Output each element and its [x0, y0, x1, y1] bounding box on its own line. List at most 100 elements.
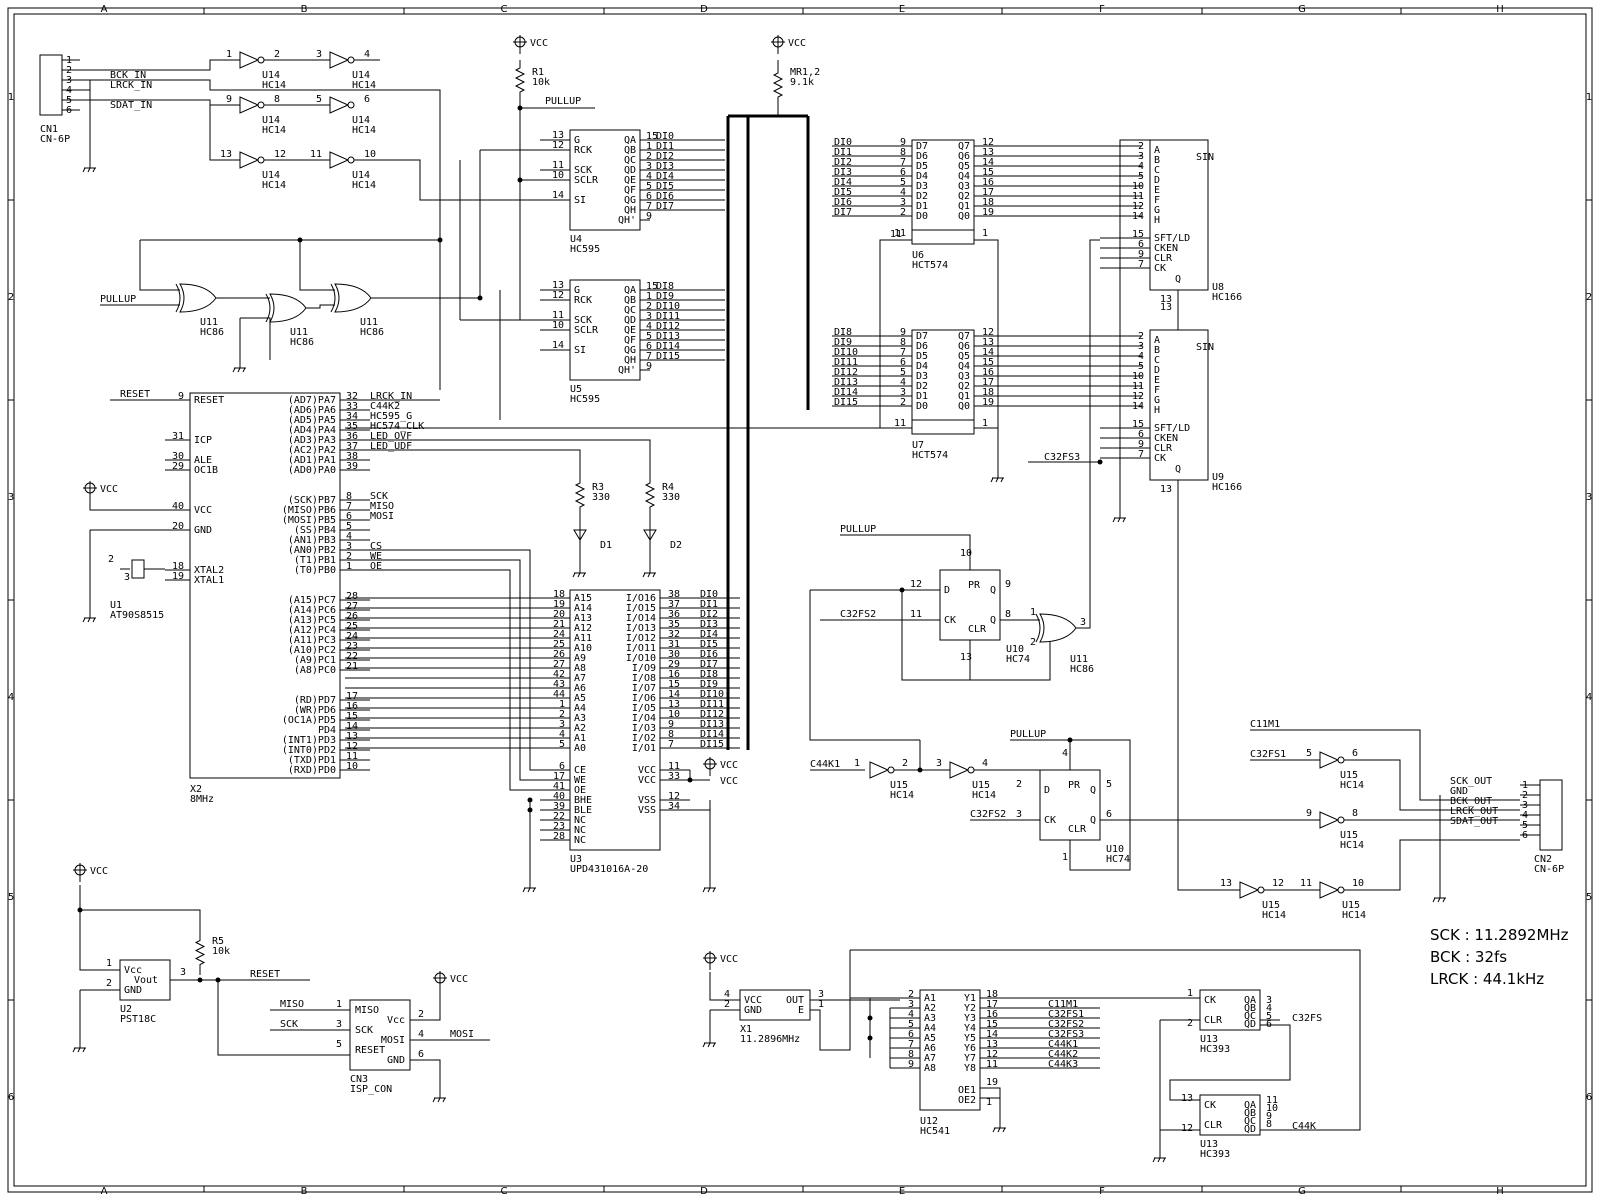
pin-name: Q: [1090, 815, 1096, 826]
ref-r5: R5: [212, 936, 224, 947]
ref-hc595: U5: [570, 384, 582, 395]
net-di: DI13: [700, 719, 724, 730]
pin-name: QD: [1244, 1124, 1256, 1135]
pin-name: A3: [574, 713, 586, 724]
wire: [1344, 839, 1520, 891]
pin-name: Q0: [958, 401, 970, 412]
net-u12: C32FS2: [1048, 1019, 1084, 1030]
resistor-symbol: [574, 470, 586, 520]
pin-number: 43: [553, 679, 565, 690]
pin-number: 3: [646, 161, 652, 172]
pin-name: D: [1154, 175, 1160, 186]
net-u1: HC595_G: [370, 411, 412, 422]
net-di: DI0: [700, 589, 718, 600]
grid-column-label: E: [899, 4, 905, 15]
pin-number: 3: [1138, 151, 1144, 162]
pin-number: 40: [172, 501, 184, 512]
pin-name: I/O1: [632, 743, 656, 754]
pin-name: Y2: [964, 1003, 976, 1014]
pin-number: 13: [982, 337, 994, 348]
pin-number: 14: [1132, 211, 1144, 222]
pin-number: 5: [1106, 779, 1112, 790]
pin-number: 2: [106, 978, 112, 989]
net-c32fs3: C32FS3: [1044, 452, 1080, 463]
pin-number: 33: [668, 771, 680, 782]
latch-hct574: [911, 139, 975, 235]
pin-number: 11: [346, 751, 358, 762]
xor-gate-u11: [265, 293, 307, 323]
pin-number: 13: [986, 1039, 998, 1050]
pin-number: 18: [172, 561, 184, 572]
pin-number: 11: [310, 149, 322, 160]
pin-name: CK: [1154, 453, 1166, 464]
pin-number: 6: [364, 94, 370, 105]
pin-name: QE: [624, 175, 636, 186]
net-di: DI4: [700, 629, 718, 640]
ref-mr1: MR1,2: [790, 67, 820, 78]
pin-number: 2: [418, 1009, 424, 1020]
grid-column-label: D: [700, 1186, 708, 1197]
pin-number: 9: [668, 719, 674, 730]
value-u11: HC86: [1070, 664, 1094, 675]
pin-number: 21: [346, 661, 358, 672]
vcc-label: VCC: [720, 776, 738, 787]
value-r5: 10k: [212, 946, 230, 957]
pin-number: 36: [346, 431, 358, 442]
net-di: DI5: [700, 639, 718, 650]
net-di: DI2: [656, 151, 674, 162]
net-u1: SCK: [370, 491, 388, 502]
pin-name: D6: [916, 341, 928, 352]
pin-name: (TXD)PD1: [288, 755, 336, 766]
xor-gate-u11: [175, 283, 217, 313]
inverter-u15: [1239, 881, 1265, 899]
pin-name: RESET: [194, 395, 224, 406]
pin-number: 6: [900, 357, 906, 368]
net-cn2: SDAT_OUT: [1450, 816, 1498, 827]
pin-number: 6: [1138, 429, 1144, 440]
value-hc595: HC595: [570, 394, 600, 405]
pin-name: G: [1154, 205, 1160, 216]
pin-name: OE: [574, 785, 586, 796]
pin-number: 2: [274, 49, 280, 60]
pin-name: A10: [574, 643, 592, 654]
pin-number: 12: [910, 579, 922, 590]
wire: [709, 972, 740, 1001]
pin-number: 6: [646, 341, 652, 352]
pin-name: A11: [574, 633, 592, 644]
pin-name: SCK: [574, 315, 592, 326]
value-hc166: HC166: [1212, 292, 1242, 303]
ref-u15: U15: [972, 780, 990, 791]
pin-name: QB: [1244, 1003, 1256, 1014]
pin-name: D2: [916, 381, 928, 392]
pin-name: Q6: [958, 151, 970, 162]
pin-number: 5: [336, 1039, 342, 1050]
value-x2: AT90S8515: [110, 610, 164, 621]
vcc-label: VCC: [720, 954, 738, 965]
net-di: DI15: [834, 397, 858, 408]
net-u1: WE: [370, 551, 382, 562]
vcc-label: VCC: [720, 760, 738, 771]
pin-name: G: [574, 285, 580, 296]
wire: [299, 240, 335, 291]
ground-symbol: [82, 610, 96, 623]
grid-row-label: 4: [8, 692, 14, 703]
pin-number: 9: [1138, 439, 1144, 450]
net-c32fs2: C32FS2: [840, 609, 876, 620]
pin-number: 24: [553, 629, 565, 640]
net-di: DI5: [656, 181, 674, 192]
pin-name: I/O14: [626, 613, 656, 624]
value-u15: HC14: [890, 790, 914, 801]
pin-number: 17: [553, 771, 565, 782]
pin-name: PR: [968, 580, 981, 591]
shift-register-hc595: [569, 279, 641, 381]
pin-name: CLR: [968, 624, 987, 635]
pin-number: 6: [1352, 748, 1358, 759]
pin-number: 3: [936, 758, 942, 769]
grid-column-label: H: [1496, 4, 1504, 15]
pin-name: (T0)PB0: [294, 565, 336, 576]
net-di: DI12: [700, 709, 724, 720]
pin-number: 36: [668, 609, 680, 620]
pin-number: 14: [552, 190, 564, 201]
ref-x1: X1: [740, 1024, 752, 1035]
pin-number: 6: [346, 511, 352, 522]
